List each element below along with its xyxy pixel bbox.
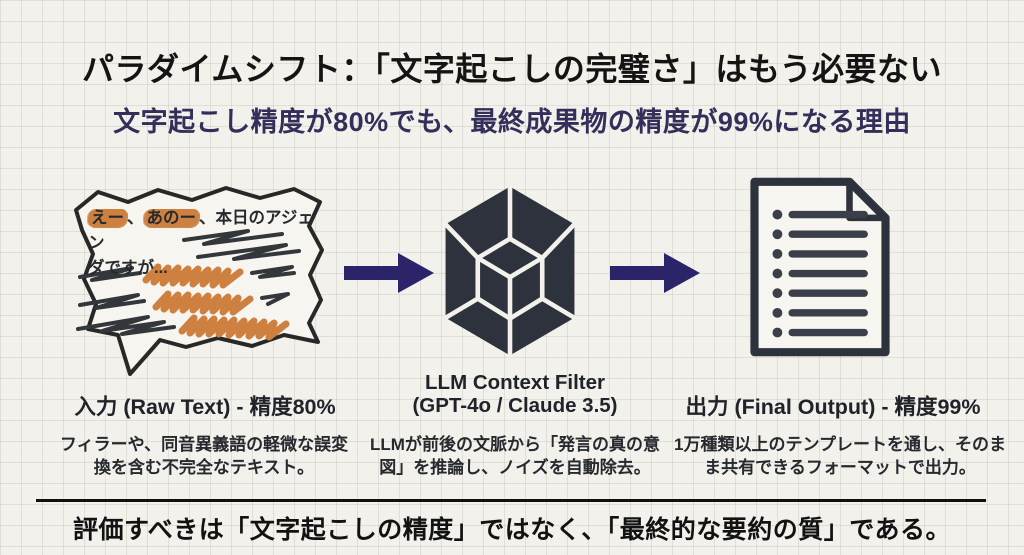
bubble-text-segment: 、本日のアジェン	[88, 209, 314, 252]
output-description: 1万種類以上のテンプレートを通し、そのまま共有できるフォーマットで出力。	[674, 435, 1006, 477]
hexagon-cube-icon	[443, 184, 577, 358]
filter-label-line2: (GPT-4o / Claude 3.5)	[412, 394, 618, 417]
filler-highlight: あのー	[143, 209, 199, 227]
pencil-scribbles	[76, 229, 301, 336]
speech-bubble-sketch-icon	[74, 186, 324, 376]
footer-statement: 評価すべきは「文字起こしの精度」ではなく、「最終的な要約の質」である。	[72, 516, 951, 544]
page-subtitle: 文字起こし精度が80%でも、最終成果物の精度が99%になる理由	[113, 107, 911, 137]
input-label: 入力 (Raw Text) - 精度80%	[74, 395, 336, 419]
bullet-lines	[772, 209, 868, 338]
footer-divider	[36, 499, 986, 502]
output-label: 出力 (Final Output) - 精度99%	[685, 395, 981, 419]
document-list-icon	[750, 177, 890, 357]
bubble-text-line2: ダですが...	[88, 259, 168, 277]
page-title: パラダイムシフト：「文字起こしの完璧さ」はもう必要ない	[82, 51, 942, 87]
arrow-right-icon	[610, 253, 700, 293]
filler-highlight: えー	[88, 209, 127, 227]
filter-label-line1: LLM Context Filter	[425, 371, 605, 394]
bubble-text-segment: 、	[127, 209, 144, 227]
input-description: フィラーや、同音異義語の軽微な誤変換を含む不完全なテキスト。	[59, 435, 349, 477]
bubble-text: えー、あのー、本日のアジェン ダですが...	[88, 206, 322, 281]
arrow-right-icon	[344, 253, 434, 293]
marker-scribbles	[142, 263, 290, 341]
filter-label: LLM Context Filter (GPT-4o / Claude 3.5)	[382, 371, 648, 417]
filter-description: LLMが前後の文脈から「発言の真の意図」を推論し、ノイズを自動除去。	[370, 435, 660, 477]
